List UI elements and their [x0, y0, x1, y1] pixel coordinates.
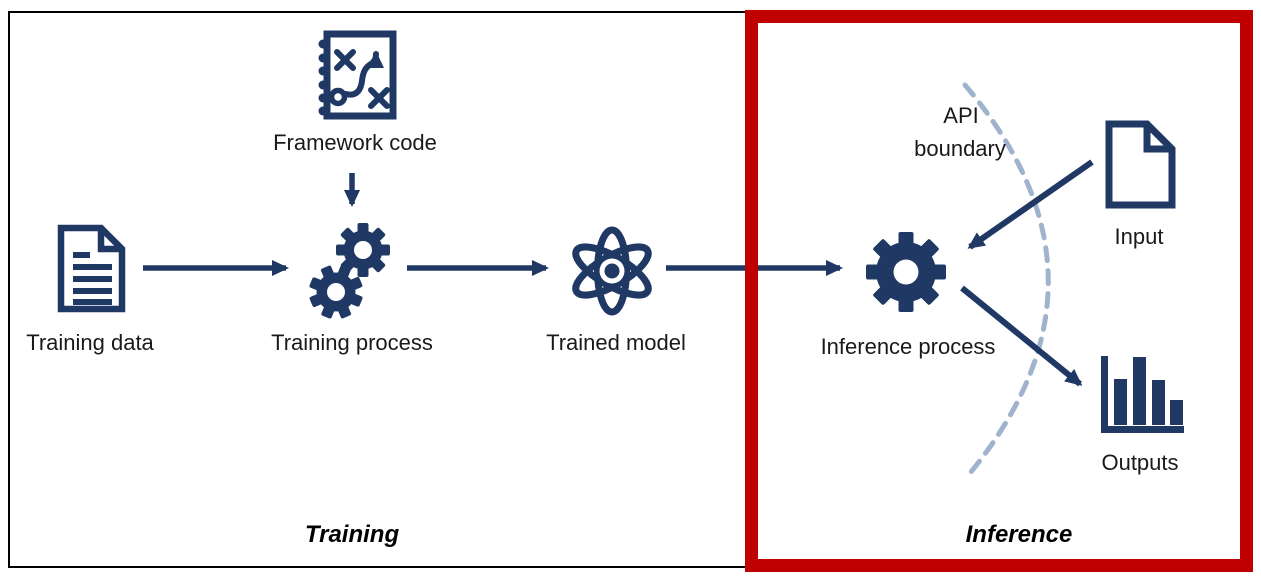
atom-icon [572, 226, 652, 316]
gear-icon [866, 232, 946, 312]
inference-process-label: Inference process [820, 334, 996, 359]
trained-model-label: Trained model [546, 330, 686, 355]
strategy-notebook-icon [318, 30, 397, 120]
training-data-label: Training data [26, 330, 154, 355]
input-label: Input [1114, 224, 1164, 249]
outputs-label: Outputs [1101, 450, 1179, 475]
document-text-icon [57, 224, 126, 313]
api-boundary-label-line2: boundary [914, 136, 1006, 161]
api-boundary-label-line1: API [943, 103, 979, 128]
arrow-inference-process-to-outputs [960, 285, 1083, 387]
training-section-label: Training [304, 521, 400, 548]
api-boundary-dashed-arc [962, 82, 1051, 481]
blank-document-icon [1105, 120, 1176, 209]
double-gears-icon [309, 223, 390, 319]
framework-code-label: Framework code [273, 130, 437, 155]
training-process-label: Training process [271, 330, 433, 355]
bar-chart-icon [1101, 356, 1184, 433]
arrow-input-to-inference-process [967, 159, 1094, 250]
inference-section-label: Inference [965, 521, 1073, 548]
